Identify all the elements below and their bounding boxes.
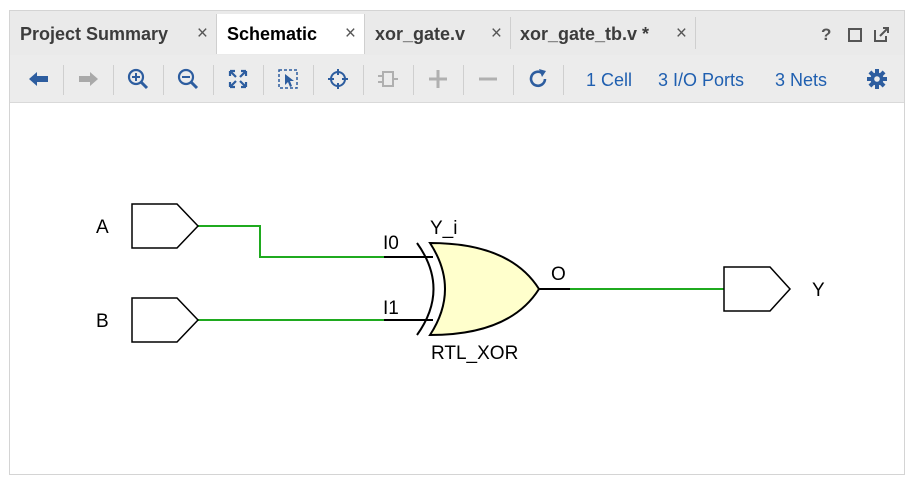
- toolbar-separator: [263, 65, 264, 95]
- xor-gate-extra-arc: [416, 242, 435, 336]
- toolbar-separator: [113, 65, 114, 95]
- toolbar-separator: [563, 65, 564, 95]
- tab-xor-gate-v[interactable]: xor_gate.v ×: [365, 14, 510, 54]
- schematic-canvas[interactable]: A B Y_i I0 I1 O RTL_XOR Y: [10, 103, 904, 474]
- toolbar-separator: [513, 65, 514, 95]
- collapse-icon[interactable]: [474, 65, 502, 93]
- zoom-out-icon[interactable]: [174, 65, 202, 93]
- maximize-icon[interactable]: [848, 27, 862, 47]
- input-port-b: [131, 297, 200, 343]
- tab-schematic[interactable]: Schematic ×: [216, 14, 365, 54]
- schematic-toolbar: 1 Cell 3 I/O Ports 3 Nets: [10, 55, 904, 103]
- tab-label: xor_gate.v: [375, 23, 466, 44]
- port-label-y: Y: [812, 280, 825, 301]
- io-ports-link[interactable]: 3 I/O Ports: [658, 70, 745, 90]
- forward-arrow-icon[interactable]: [74, 65, 102, 93]
- nets-link[interactable]: 3 Nets: [775, 70, 828, 90]
- pin-label-i0: I0: [383, 233, 399, 254]
- zoom-in-icon[interactable]: [124, 65, 152, 93]
- close-icon[interactable]: ×: [196, 23, 208, 44]
- net-a-wire: [198, 225, 384, 258]
- toolbar-separator: [413, 65, 414, 95]
- xor-gate-body: [428, 241, 541, 337]
- regenerate-icon[interactable]: [374, 65, 402, 93]
- pin-label-o: O: [551, 264, 566, 285]
- reload-icon[interactable]: [524, 65, 552, 93]
- cell-type-label: RTL_XOR: [431, 343, 518, 364]
- port-label-b: B: [96, 311, 109, 332]
- toolbar-separator: [213, 65, 214, 95]
- tab-xor-gate-tb-v[interactable]: xor_gate_tb.v * ×: [510, 14, 695, 54]
- gear-icon[interactable]: [863, 65, 891, 93]
- toolbar-separator: [363, 65, 364, 95]
- toolbar-separator: [463, 65, 464, 95]
- close-icon[interactable]: ×: [675, 23, 687, 44]
- schematic-window: Project Summary × Schematic × xor_gate.v…: [9, 10, 905, 475]
- close-icon[interactable]: ×: [344, 23, 356, 44]
- close-icon[interactable]: ×: [490, 23, 502, 44]
- zoom-fit-icon[interactable]: [224, 65, 252, 93]
- tab-divider: [695, 17, 696, 49]
- toolbar-separator: [313, 65, 314, 95]
- output-port-y: [723, 266, 792, 312]
- select-area-icon[interactable]: [274, 65, 302, 93]
- tab-label: Schematic: [227, 23, 318, 44]
- tab-divider: [510, 17, 511, 49]
- tab-project-summary[interactable]: Project Summary ×: [10, 14, 216, 54]
- expand-icon[interactable]: [424, 65, 452, 93]
- autofit-selection-icon[interactable]: [324, 65, 352, 93]
- input-port-a: [131, 203, 200, 249]
- help-icon[interactable]: ?: [821, 25, 832, 44]
- float-window-icon[interactable]: [874, 27, 889, 47]
- pin-label-i1: I1: [383, 298, 399, 319]
- toolbar-separator: [63, 65, 64, 95]
- toolbar-separator: [163, 65, 164, 95]
- port-label-a: A: [96, 217, 109, 238]
- cell-count-link[interactable]: 1 Cell: [586, 70, 633, 90]
- tab-label: xor_gate_tb.v *: [520, 23, 650, 44]
- back-arrow-icon[interactable]: [25, 65, 53, 93]
- cell-instance-label: Y_i: [430, 218, 457, 239]
- tab-bar: Project Summary × Schematic × xor_gate.v…: [10, 11, 904, 55]
- tab-label: Project Summary: [20, 23, 169, 44]
